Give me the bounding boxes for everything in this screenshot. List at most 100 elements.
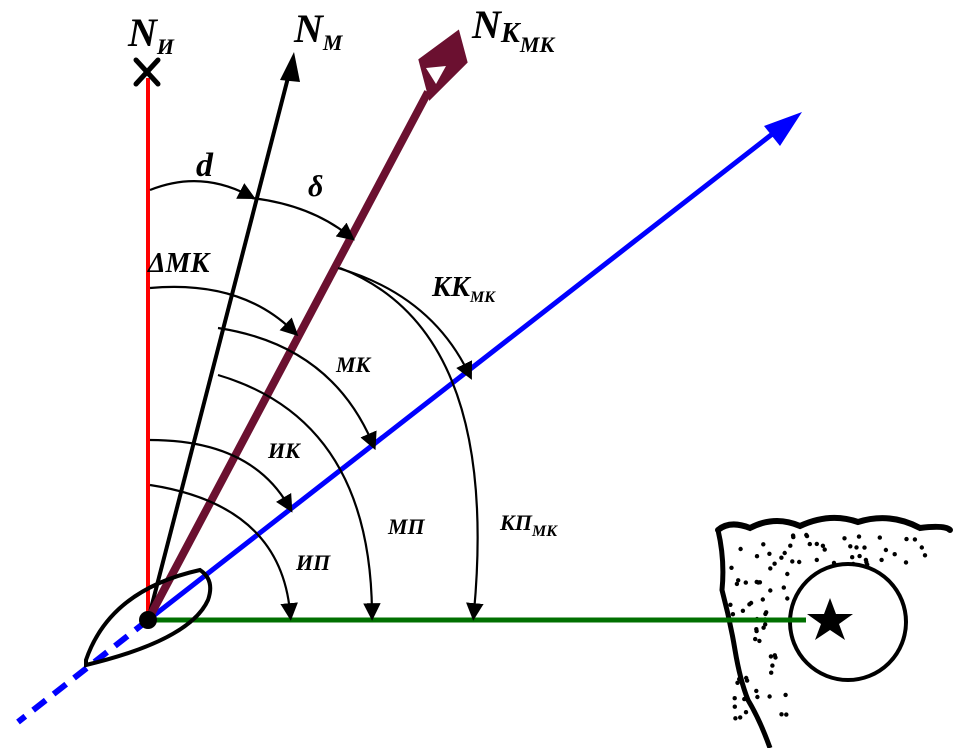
shore-dot [854,545,859,550]
shore-dot [743,580,748,585]
shore-dot [757,638,762,644]
shore-dot [892,552,897,557]
shore-dot [820,543,826,548]
shore-dot [738,546,743,552]
magnetic-meridian [146,69,292,621]
shore-dot [784,712,789,717]
angle-arcs [149,180,484,621]
label-compass-north: NКМК [471,2,555,57]
shore-dot [785,596,790,601]
shore-dot [922,553,928,558]
course-line [146,126,782,622]
shore-dot [761,625,766,630]
shore-dot [807,541,812,547]
shore-dot [814,557,819,563]
label-compass-correction: ΔМК [147,248,211,279]
shore-dot [768,588,773,593]
magnetic-arrowhead [280,52,300,82]
shore-dot [842,536,847,541]
shore-dot [862,545,867,550]
course-line-stern [16,617,150,725]
shore-dot [848,544,853,549]
shore-dot [730,612,736,617]
shore-dot [737,676,742,682]
arc-true-course [149,438,293,513]
label-declination: d [196,147,214,184]
shore-dot [790,559,795,564]
shore-dot [879,557,884,563]
shore-dot [772,561,777,566]
shore-dot [738,715,743,720]
shore-dot [797,559,802,565]
shore-dot [768,654,774,659]
arc-compass-bearing [339,266,484,621]
arc-deviation [251,196,355,241]
shore-dot [804,532,809,538]
compass-meridian [144,90,432,622]
shore-dot [788,543,793,548]
shore-dot [744,675,749,681]
compass-needle-icon [418,29,468,101]
label-magnetic-north: NМ [293,6,344,55]
coastline [715,514,953,748]
label-compass-bearing: КПМК [499,510,558,540]
shore-dot [760,597,765,602]
shore-dot [767,551,772,556]
shore-dot [740,608,746,613]
shore-dot [761,542,766,547]
landmark-circle [788,562,908,682]
shore-dot [734,581,740,587]
cross-icon [133,57,161,87]
shore-dot [770,663,775,668]
ship-hull-icon [84,567,213,668]
star-icon [807,598,853,640]
shore-dot [772,653,777,658]
shore-dot [736,578,741,583]
shore-dot [743,710,749,715]
label-true-course: ИК [267,438,301,463]
shore-dot [756,580,761,585]
label-magnetic-bearing: МП [387,514,426,539]
shore-dot [728,602,733,607]
shore-dot [919,545,924,550]
shore-dot [779,555,784,560]
shore-dot [729,565,734,570]
shore-dot [877,535,882,540]
shore-dot [912,537,918,542]
arc-magnetic-bearing [217,373,381,621]
shore-dot [768,566,773,571]
shore-dot [814,541,819,547]
shore-dot [904,536,909,542]
shore-dot [767,694,772,699]
label-magnetic-course: МК [335,352,372,377]
shore-dot [733,716,738,721]
shore-dot [785,571,790,577]
shore-dot [732,704,737,709]
shore-dot [754,627,759,632]
shore-dot [781,585,786,590]
shore-dot [742,696,747,702]
shore-dot [783,692,788,698]
label-compass-course: ККМК [431,272,496,306]
course-arrowhead [764,112,802,146]
arc-compass-correction [149,285,299,337]
shore-dot [822,547,827,552]
shore-dot [857,553,862,559]
shore-dot [779,712,784,717]
shore-dot [754,554,760,559]
shore-dot [782,550,787,556]
arc-magnetic-course [217,326,377,451]
shore-dot [753,636,758,642]
shore-dot [732,696,737,701]
shore-dot [754,688,759,694]
shore-dot [769,670,774,675]
shore-dot [764,610,769,615]
shore-dot [763,622,768,627]
shore-dot [856,534,862,539]
shore-dot [850,555,855,560]
shore-dot [883,547,889,553]
shore-dot [735,680,740,685]
arc-declination [149,180,256,200]
